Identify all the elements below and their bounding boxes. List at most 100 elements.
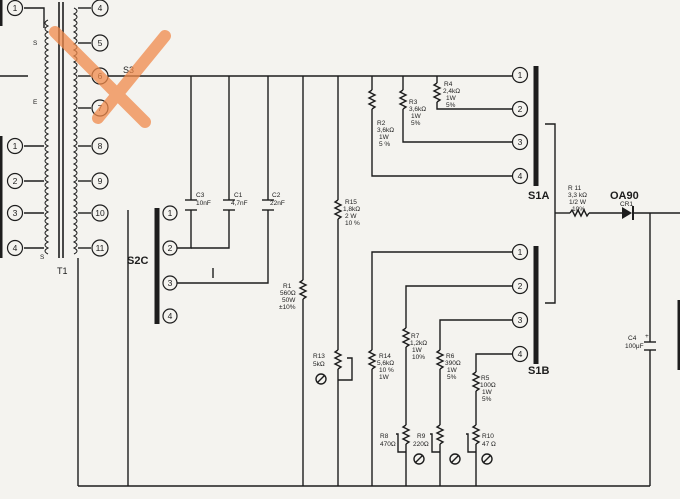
resistor-r7: R7 1,2kΩ 1W 10% (410, 333, 427, 361)
resistor-r4: R4 2,4kΩ 1W 5% (443, 81, 460, 109)
svg-text:5 %: 5 % (379, 141, 390, 148)
svg-text:R13: R13 (313, 353, 325, 360)
svg-text:1,8kΩ: 1,8kΩ (343, 206, 360, 213)
svg-text:560Ω: 560Ω (280, 290, 296, 297)
pin-left-3: 3 (6, 204, 24, 222)
svg-text:10 %: 10 % (345, 220, 360, 227)
svg-text:R1: R1 (283, 283, 292, 290)
resistor-r11: R 11 3,3 kΩ 1/2 W 10% (568, 185, 587, 213)
svg-text:1: 1 (13, 3, 18, 13)
svg-text:R15: R15 (345, 199, 357, 206)
svg-text:4: 4 (518, 349, 523, 359)
svg-text:1,2kΩ: 1,2kΩ (410, 340, 427, 347)
svg-text:R4: R4 (444, 81, 453, 88)
svg-text:9: 9 (98, 176, 103, 186)
svg-text:1: 1 (168, 208, 173, 218)
svg-text:10%: 10% (412, 354, 425, 361)
resistor-r6: R6 390Ω 1W 5% (445, 353, 461, 381)
svg-text:S2C: S2C (127, 255, 148, 267)
resistor-r14: R14 5,6kΩ 10 % 1W (377, 353, 394, 381)
transformer-pins: 1 1 2 3 4 4 5 6 7 8 9 10 11 (6, 0, 109, 257)
winding-label-e: E (33, 99, 38, 106)
svg-text:5kΩ: 5kΩ (313, 361, 325, 368)
svg-text:R5: R5 (481, 375, 490, 382)
pin-right-5: 5 (91, 34, 109, 52)
svg-text:4: 4 (518, 171, 523, 181)
switch-s1b: S1B 1 2 3 4 (511, 243, 549, 377)
svg-text:1: 1 (518, 70, 523, 80)
svg-text:50W: 50W (282, 297, 296, 304)
switch-s2c: S2C 1 2 3 4 (127, 205, 178, 324)
svg-text:1: 1 (518, 247, 523, 257)
primary-winding (44, 19, 50, 255)
svg-text:2,4kΩ: 2,4kΩ (443, 88, 460, 95)
svg-text:3: 3 (13, 208, 18, 218)
svg-text:R8: R8 (380, 433, 389, 440)
svg-text:C3: C3 (196, 192, 205, 199)
svg-text:+: + (645, 333, 649, 340)
svg-text:1W: 1W (446, 95, 457, 102)
svg-text:3,6kΩ: 3,6kΩ (377, 127, 394, 134)
svg-text:S1A: S1A (528, 190, 549, 202)
svg-text:1W: 1W (412, 347, 423, 354)
winding-label-s-top: S (33, 40, 38, 47)
resistor-r9: R9 220Ω (413, 433, 461, 465)
capacitor-c2: C2 22nF (270, 192, 285, 207)
svg-text:1W: 1W (411, 113, 422, 120)
resistor-r8: R8 470Ω (380, 433, 425, 465)
svg-text:R7: R7 (411, 333, 420, 340)
svg-text:220Ω: 220Ω (413, 441, 429, 448)
winding-label-s-bottom: S (40, 254, 45, 261)
svg-text:47 Ω: 47 Ω (482, 441, 496, 448)
pin-right-8: 8 (91, 137, 109, 155)
svg-text:2: 2 (13, 176, 18, 186)
pin-right-9: 9 (91, 172, 109, 190)
svg-text:10%: 10% (572, 206, 585, 213)
svg-text:3: 3 (168, 278, 173, 288)
svg-text:5%: 5% (447, 374, 457, 381)
svg-text:100μF: 100μF (625, 343, 644, 350)
capacitor-c3: C3 10nF (196, 192, 211, 207)
svg-text:5,6kΩ: 5,6kΩ (377, 360, 394, 367)
resistor-r3: R3 3,6kΩ 1W 5% (409, 99, 426, 127)
transformer-t1: T1 S E S (24, 2, 91, 276)
transformer-label: T1 (57, 266, 68, 276)
svg-text:5: 5 (98, 38, 103, 48)
svg-text:8: 8 (98, 141, 103, 151)
svg-text:22nF: 22nF (270, 200, 285, 207)
svg-text:1W: 1W (379, 134, 390, 141)
svg-text:470Ω: 470Ω (380, 441, 396, 448)
svg-text:R6: R6 (446, 353, 455, 360)
svg-text:4: 4 (13, 243, 18, 253)
switch-s1a: S1A 1 2 3 4 (511, 66, 549, 202)
svg-text:1W: 1W (447, 367, 458, 374)
svg-text:2: 2 (518, 104, 523, 114)
svg-text:C1: C1 (234, 192, 243, 199)
svg-text:4,7nF: 4,7nF (231, 200, 248, 207)
svg-text:3,3 kΩ: 3,3 kΩ (568, 192, 587, 199)
pin-left-1: 1 (6, 137, 24, 155)
svg-text:2: 2 (518, 281, 523, 291)
svg-text:5%: 5% (482, 396, 492, 403)
svg-text:1: 1 (13, 141, 18, 151)
resistor-r1: R1 560Ω 50W ±10% (279, 283, 296, 311)
diode-cr1: OA90 CR1 (610, 190, 639, 208)
pin-right-10: 10 (91, 204, 109, 222)
pin-right-4: 4 (91, 0, 109, 17)
svg-text:2 W: 2 W (345, 213, 357, 220)
resistor-r5: R5 100Ω 1W 5% (480, 375, 496, 403)
pin-left-4: 4 (6, 239, 24, 257)
svg-text:4: 4 (98, 3, 103, 13)
svg-text:10nF: 10nF (196, 200, 211, 207)
svg-text:±10%: ±10% (279, 304, 296, 311)
resistor-r10: R10 47 Ω (481, 433, 496, 465)
svg-text:C2: C2 (272, 192, 281, 199)
svg-text:1W: 1W (482, 389, 493, 396)
resistor-r15: R15 1,8kΩ 2 W 10 % (343, 199, 360, 227)
svg-text:11: 11 (96, 243, 105, 253)
svg-text:5%: 5% (411, 120, 421, 127)
svg-text:3: 3 (518, 315, 523, 325)
svg-text:R 11: R 11 (568, 185, 582, 192)
svg-text:2: 2 (168, 243, 173, 253)
